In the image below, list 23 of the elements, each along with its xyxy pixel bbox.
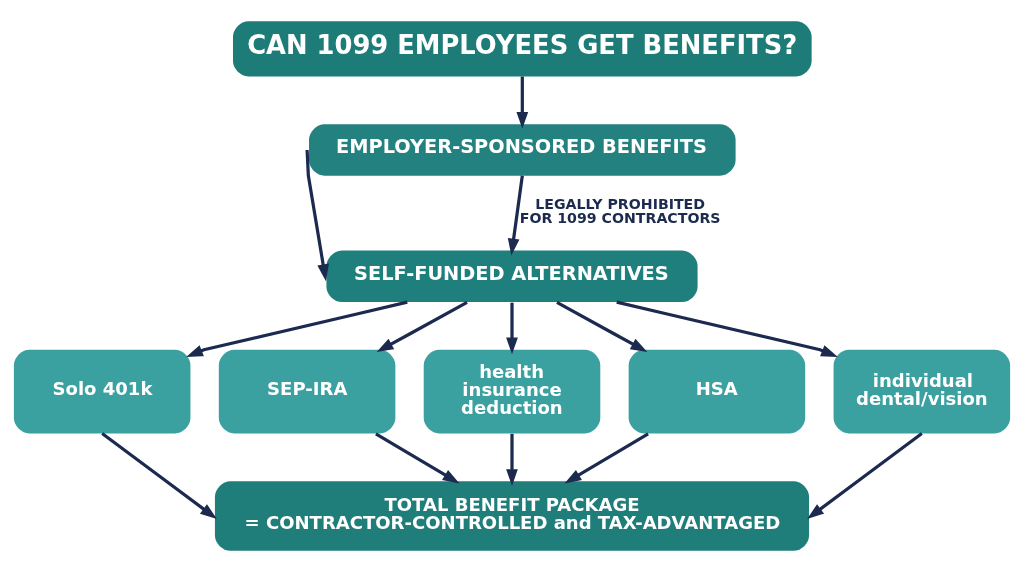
node-box: HSA bbox=[628, 349, 806, 434]
arrow bbox=[506, 302, 518, 355]
arrow bbox=[556, 300, 648, 353]
arrow bbox=[516, 76, 529, 129]
node-box: health insurance deduction bbox=[423, 349, 601, 434]
node-box: Solo 401k bbox=[13, 349, 191, 434]
node-box: TOTAL BENEFIT PACKAGE = CONTRACTOR-CONTROLLED and TAX-ADVANTAGED bbox=[214, 481, 810, 551]
arrow bbox=[616, 300, 838, 357]
node-box: SEP-IRA bbox=[218, 349, 396, 434]
arrow bbox=[305, 149, 329, 282]
arrow bbox=[807, 432, 923, 519]
node-box: EMPLOYER-SPONSORED BENEFITS bbox=[309, 124, 736, 176]
arrow bbox=[375, 432, 460, 484]
node-box: SELF-FUNDED ALTERNATIVES bbox=[326, 250, 698, 303]
arrow bbox=[564, 432, 649, 484]
arrow bbox=[186, 300, 408, 357]
arrow bbox=[507, 175, 524, 256]
arrow bbox=[506, 433, 518, 486]
edge-label: LEGALLY PROHIBITED FOR 1099 CONTRACTORS bbox=[519, 196, 721, 227]
node-box: individual dental/vision bbox=[833, 349, 1011, 434]
arrow bbox=[376, 300, 468, 353]
node-box: CAN 1099 EMPLOYEES GET BENEFITS? bbox=[233, 21, 812, 77]
arrow bbox=[101, 432, 217, 519]
